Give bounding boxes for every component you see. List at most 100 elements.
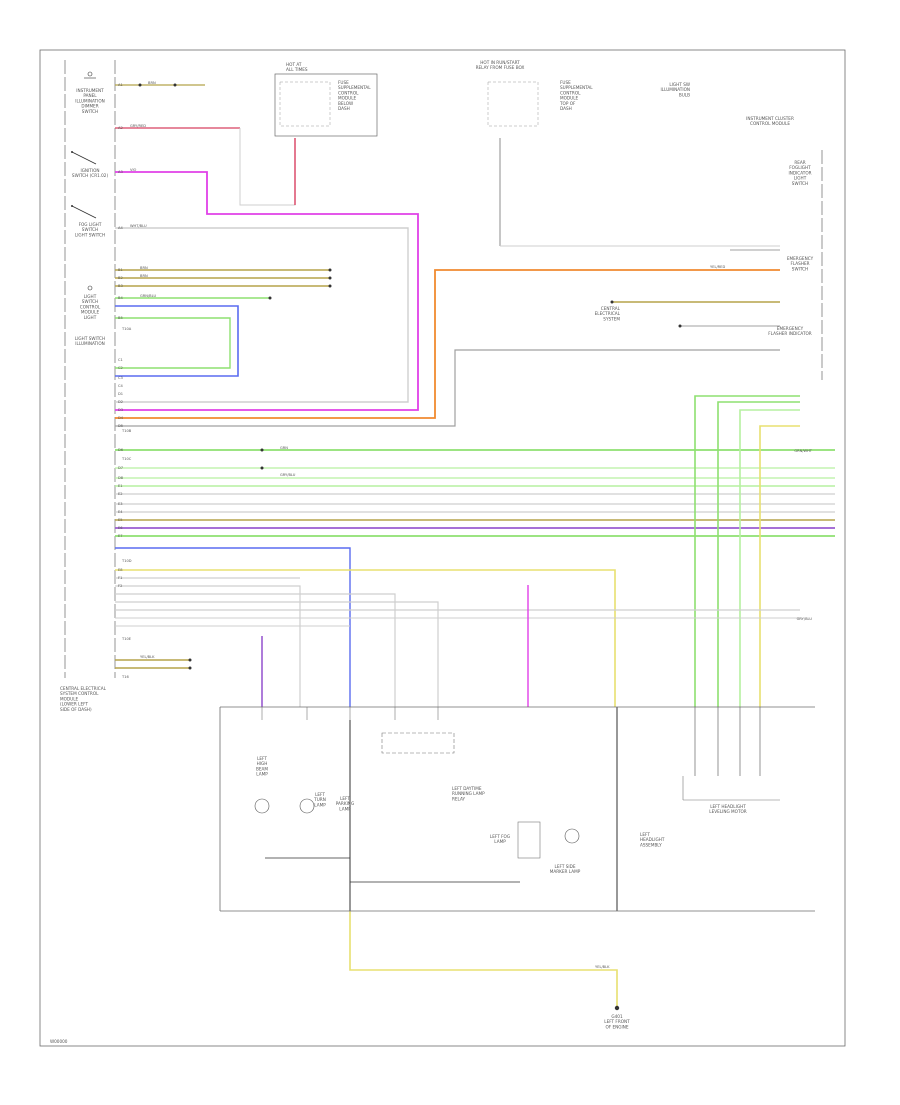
connector-tag: T10A <box>121 327 132 331</box>
left-turn-lamp-label: TURN <box>313 797 326 802</box>
left-marker-label: LAMP <box>256 772 268 777</box>
left-park-lamp-box <box>381 732 455 754</box>
light-switch-module-label: LIGHT <box>84 315 97 320</box>
rear-fog-switch-label: FOGLIGHT <box>789 165 811 170</box>
pin-label: E8 <box>118 568 123 572</box>
ground-g401-label: LEFT FRONT <box>604 1019 630 1024</box>
central-module-label: MODULE <box>60 696 79 701</box>
left-marker-label: BEAM <box>256 766 268 771</box>
fuse-box-top-left-inner <box>279 81 331 127</box>
fuse-top-left-box-label: DASH <box>338 106 350 111</box>
emergency-flasher-switch-label: EMERGENCY <box>787 256 814 261</box>
ignition-switch-label: IGNITION <box>80 168 99 173</box>
fuse-top-mid-box-label: TOP OF <box>559 101 576 106</box>
central-module-label: CENTRAL ELECTRICAL <box>60 686 107 691</box>
pin-label: C3 <box>118 376 123 380</box>
pin-label: A2 <box>118 126 123 130</box>
central-system-note: ELECTRICAL <box>595 311 621 316</box>
central-system-note: CENTRAL <box>601 306 621 311</box>
fuse-top-left-head: ALL TIMES <box>286 67 308 72</box>
pin-label: B5 <box>118 316 123 320</box>
left-fog-lamp-symbol <box>564 828 580 844</box>
pin-label: B1 <box>118 268 123 272</box>
left-turn-lamp-label: LAMP <box>314 802 326 807</box>
wire-low-4 <box>115 601 439 707</box>
splice-dot <box>610 300 614 304</box>
pin-label: D3 <box>118 408 123 412</box>
pin-label: F2 <box>118 584 122 588</box>
wire-low-3 <box>115 593 396 707</box>
splice-dot <box>328 284 332 288</box>
wire-yel-blk <box>115 569 616 707</box>
splice-dot <box>268 296 272 300</box>
pin-label: C1 <box>118 358 123 362</box>
splice-dot <box>328 276 332 280</box>
ignition-switch-label: SWITCH (CR1.02) <box>72 173 109 178</box>
pin-label: C2 <box>118 366 123 370</box>
light-switch-module-symbol <box>87 285 93 291</box>
left-drl-label: RELAY <box>452 796 466 801</box>
wire-blu <box>115 305 239 377</box>
wire-label: GRY/RED <box>130 124 146 128</box>
left-marker-lamp-symbol <box>254 798 270 814</box>
pin-label: D2 <box>118 400 123 404</box>
wire-label: GRN <box>280 446 288 450</box>
wire-gry-yel <box>115 349 780 427</box>
splice-dot <box>260 466 264 470</box>
ground-top-right-label: ILLUMINATION <box>661 87 691 92</box>
light-switch-module-label: SWITCH <box>82 299 98 304</box>
left-headlight-assembly-label: ASSEMBLY <box>640 842 662 847</box>
left-headlight-assembly-label: LEFT <box>640 832 650 837</box>
splice-dot <box>138 83 142 87</box>
wire-cluster-drop <box>694 395 800 707</box>
inst-cluster-label: CONTROL MODULE <box>750 121 790 126</box>
fog-light-switch-symbol <box>71 205 97 219</box>
fuse-top-mid-box-label: CONTROL <box>560 90 581 95</box>
light-switch-module-label: CONTROL <box>80 304 101 309</box>
fuse-top-left-box-label: BELOW <box>338 101 353 106</box>
light-switch-module-label: MODULE <box>81 310 100 315</box>
fuse-top-mid-box-label: FUSE <box>560 80 571 85</box>
left-marker-label: HIGH <box>257 761 268 766</box>
pin-label: E4 <box>118 510 123 514</box>
left-marker-label: LEFT <box>257 756 267 761</box>
light-switch-illum-label: LIGHT SWITCH <box>75 336 105 341</box>
pin-label: B3 <box>118 284 123 288</box>
wire-label: YEL/RED <box>710 265 725 269</box>
emergency-flasher-indicator-label: EMERGENCY <box>777 326 804 331</box>
pin-label: E1 <box>118 484 123 488</box>
rear-fog-switch-label: INDICATOR <box>788 170 811 175</box>
wire-label: BRN <box>140 266 148 270</box>
ground-g401-label: OF ENGINE <box>605 1024 628 1029</box>
inst-panel-switch-label: DIMMER <box>81 104 98 109</box>
pin-label: D6 <box>118 448 124 452</box>
left-side-marker-label: LEFT SIDE <box>555 864 576 869</box>
pin-label: D5 <box>118 424 123 428</box>
outer-frame <box>39 49 846 1047</box>
fuse-top-left-head: HOT AT <box>286 62 302 67</box>
splice-dot <box>188 666 192 670</box>
fuse-box-top-left <box>274 73 378 137</box>
wire-wht-blu <box>115 227 409 403</box>
left-headlight-assembly-label: HEADLIGHT <box>640 837 665 842</box>
wire-label: GRY/BLU <box>797 617 813 621</box>
inst-cluster-label: INSTRUMENT CLUSTER <box>746 116 794 121</box>
pin-label: E5 <box>118 518 123 522</box>
wire-label: BRN <box>148 81 156 85</box>
connector-tag: T16 <box>121 675 129 679</box>
fog-light-switch-label: SWITCH <box>82 227 98 232</box>
wire-label: BRN <box>140 274 148 278</box>
pin-label: C4 <box>118 384 124 388</box>
fuse-top-left-box-label: SUPPLEMENTAL <box>338 85 371 90</box>
fuse-top-left-box-label: MODULE <box>338 96 357 101</box>
splice-dot <box>328 268 332 272</box>
light-switch-module-label: LIGHT <box>84 294 97 299</box>
wire-label: YEL/BLK <box>595 965 610 969</box>
pin-label: F1 <box>118 576 122 580</box>
pin-label: E2 <box>118 492 123 496</box>
fuse-top-left-box-label: FUSE <box>338 80 349 85</box>
fuse-top-mid-box-label: MODULE <box>560 96 579 101</box>
ground-g401-symbol <box>614 1005 620 1011</box>
pin-label: E6 <box>118 526 123 530</box>
ignition-switch-symbol <box>71 151 97 165</box>
